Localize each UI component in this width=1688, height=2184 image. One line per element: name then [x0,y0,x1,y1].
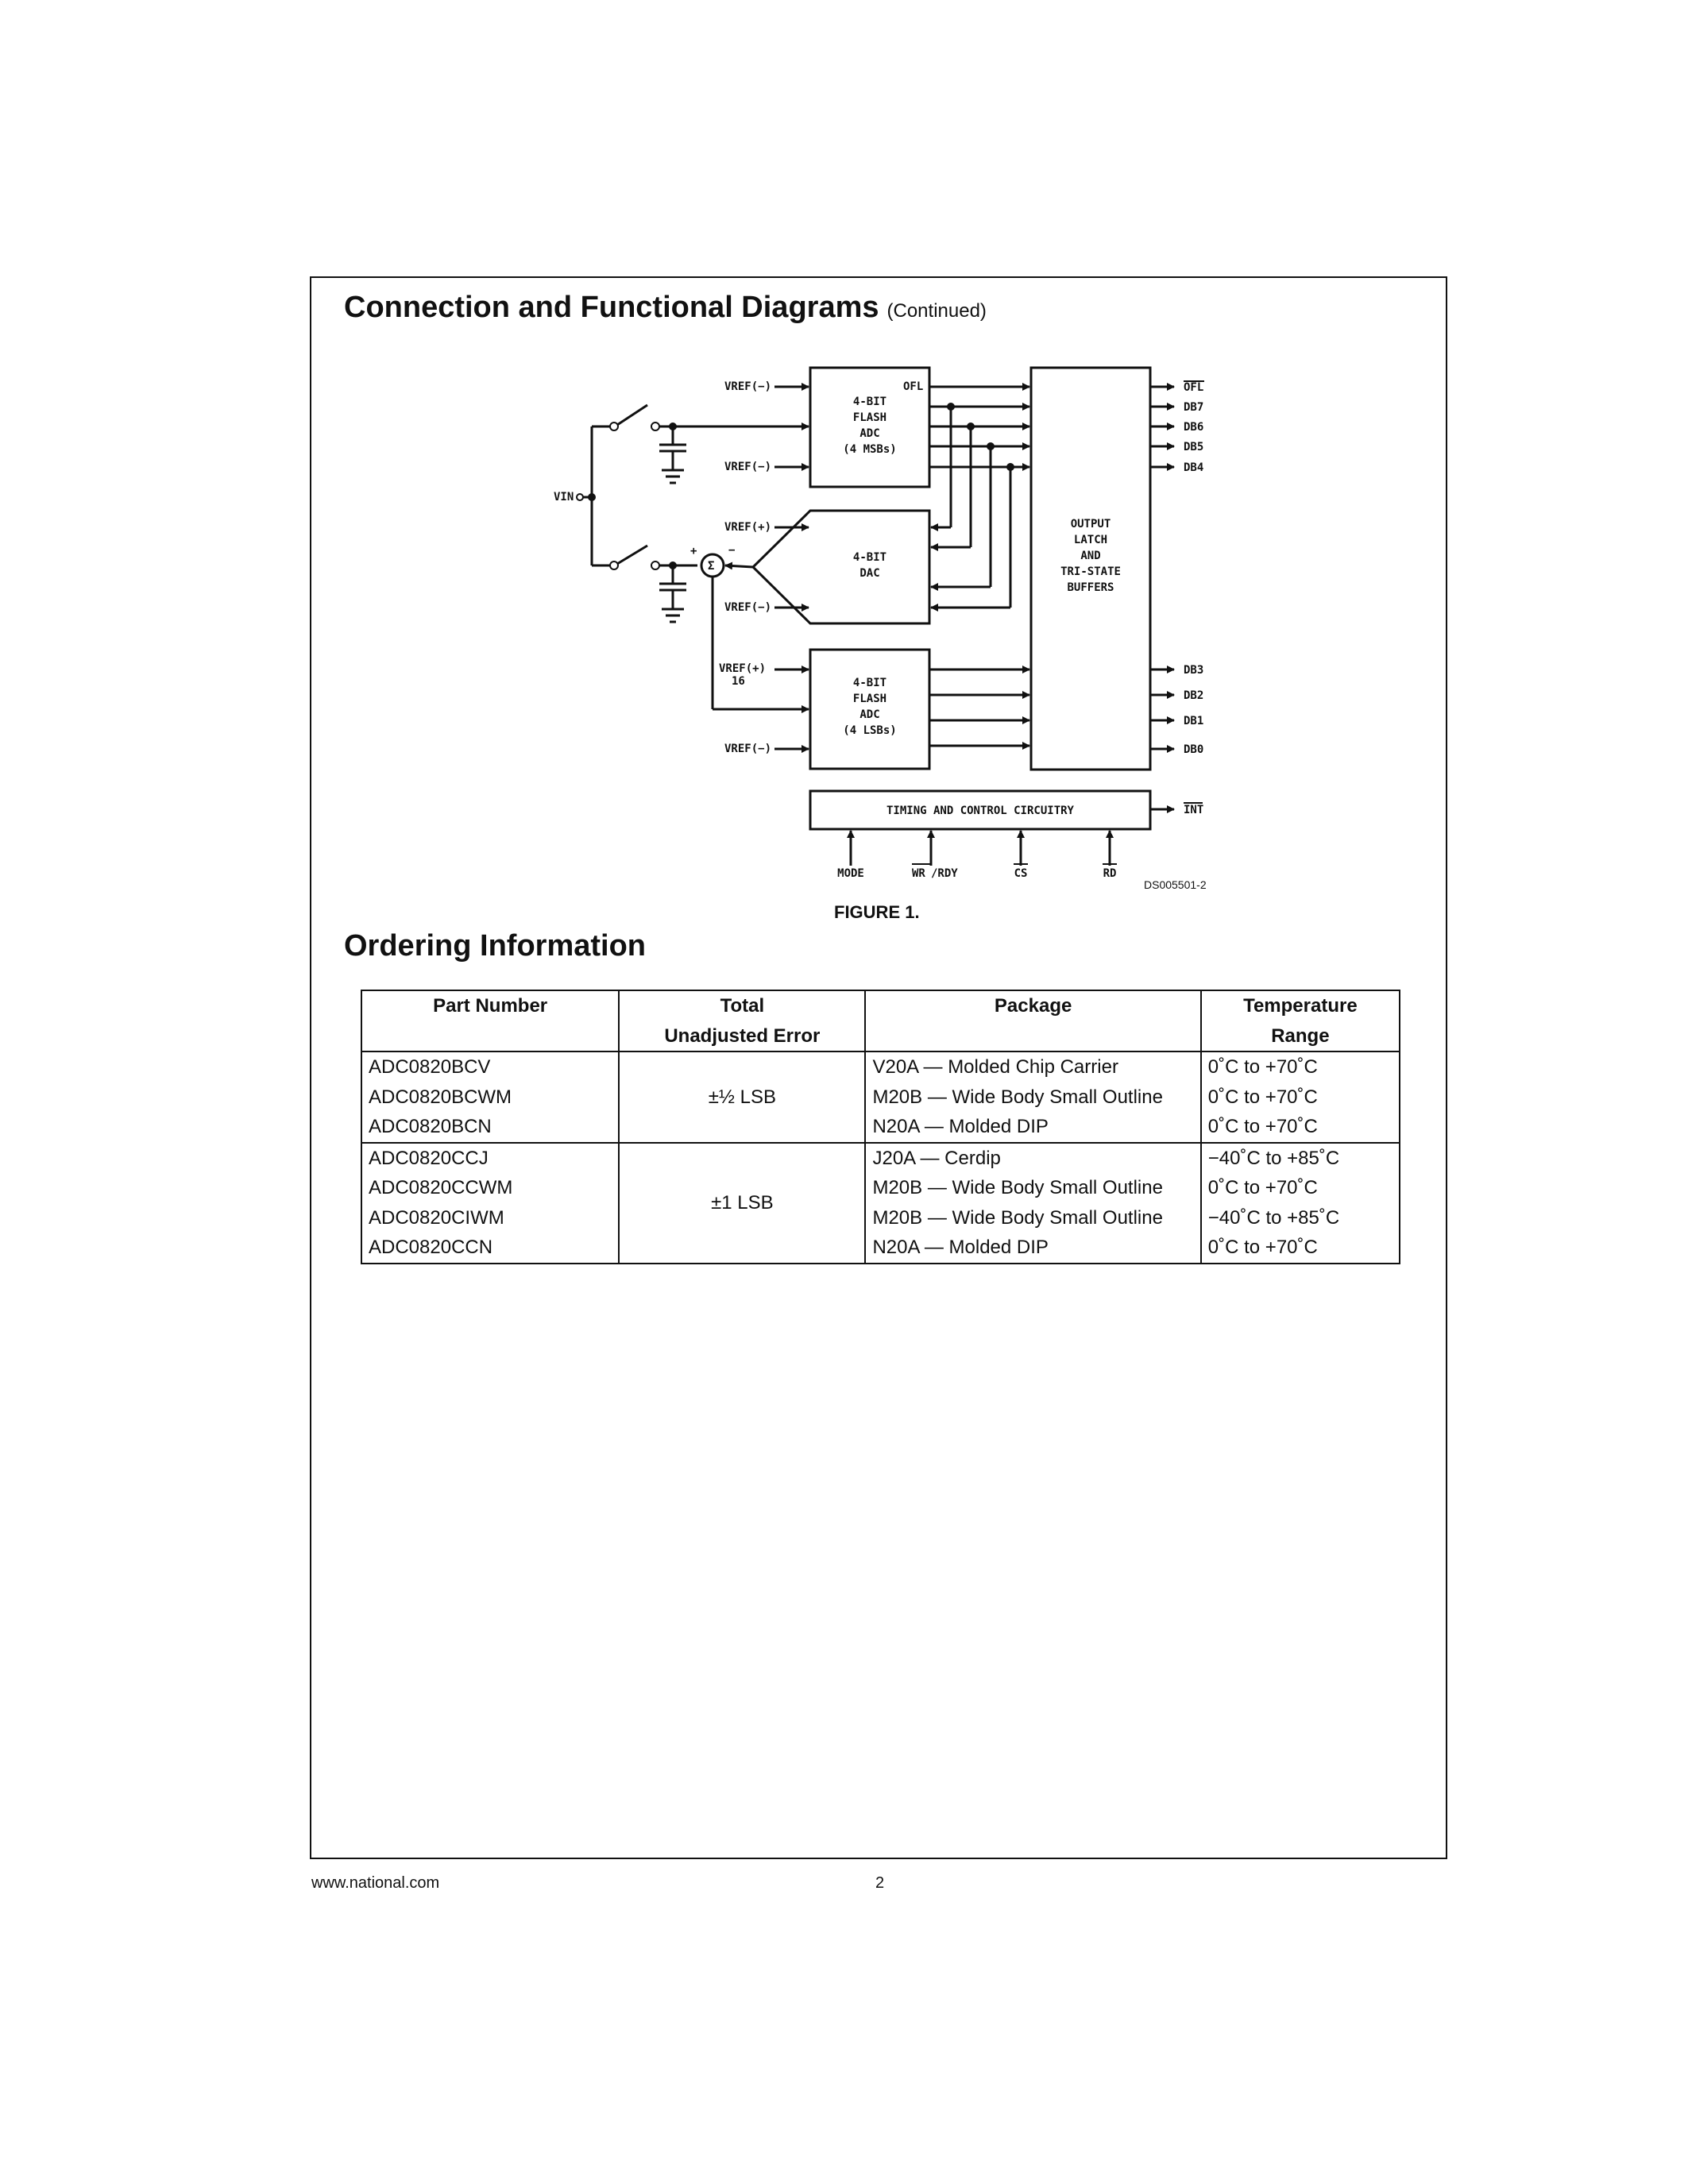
out-db2: DB2 [1184,689,1203,702]
table-row: ADC0820BCN N20A — Molded DIP 0˚C to +70˚… [360,1112,1401,1144]
output-line3: AND [1080,550,1100,562]
lsb-adc-line3: ADC [859,708,879,721]
temp-cell: 0˚C to +70˚C [1199,1112,1401,1144]
out-int: INT [1184,804,1203,816]
error-cell: ±½ LSB [618,1051,867,1144]
ctrl-rd: RD [1103,867,1117,880]
package-cell: V20A — Molded Chip Carrier [864,1051,1202,1082]
output-line1: OUTPUT [1071,518,1111,531]
header-package-blank [864,1021,1202,1052]
page-frame [310,276,1447,1859]
lsb-adc-line4: (4 LSBs) [843,724,896,737]
out-db7: DB7 [1184,401,1203,414]
out-db4: DB4 [1184,461,1203,474]
msb-adc-line1: 4-BIT [853,396,886,408]
out-db5: DB5 [1184,441,1203,453]
header-temp-1: Temperature [1199,990,1401,1021]
header-part-number: Part Number [360,990,620,1021]
package-cell: N20A — Molded DIP [864,1112,1202,1144]
table-row: ADC0820CCJ ±1 LSB J20A — Cerdip −40˚C to… [360,1142,1401,1264]
ctrl-cs: CS [1014,867,1028,880]
table-row: ADC0820BCV ±½ LSB V20A — Molded Chip Car… [360,1051,1401,1144]
error-cell: ±1 LSB [618,1142,867,1264]
package-cell: N20A — Molded DIP [864,1233,1202,1264]
part-cell: ADC0820CCWM [360,1173,620,1203]
out-ofl: OFL [1184,381,1203,394]
header-total-1: Total [618,990,867,1021]
out-db0: DB0 [1184,743,1203,756]
table-row: ADC0820CCN N20A — Molded DIP 0˚C to +70˚… [360,1233,1401,1264]
part-cell: ADC0820BCN [360,1112,620,1144]
msb-adc-line3: ADC [859,427,879,440]
label-vref-dac-plus: VREF(+) [724,521,771,534]
temp-cell: 0˚C to +70˚C [1199,1173,1401,1203]
lsb-adc-block [809,648,931,770]
dac-line1: 4-BIT [853,551,886,564]
temp-cell: 0˚C to +70˚C [1199,1233,1401,1264]
package-cell: J20A — Cerdip [864,1142,1202,1173]
package-cell: M20B — Wide Body Small Outline [864,1202,1202,1233]
header-part-number-blank [360,1021,620,1052]
functional-block-diagram: VIN VREF(−) VREF(−) VREF(+) VREF(−) VREF… [554,366,1204,880]
temp-cell: 0˚C to +70˚C [1199,1082,1401,1112]
temp-cell: −40˚C to +85˚C [1199,1142,1401,1173]
lsb-adc-line1: 4-BIT [853,677,886,689]
header-package: Package [864,990,1202,1021]
continued-note: (Continued) [886,300,987,322]
ctrl-mode: MODE [837,867,864,880]
temp-cell: −40˚C to +85˚C [1199,1202,1401,1233]
section-title-text: Connection and Functional Diagrams [344,291,879,324]
figure-doc-number: DS005501-2 [1144,878,1207,891]
label-vin: VIN [554,491,574,504]
label-vref-mid: VREF(−) [724,461,771,473]
part-cell: ADC0820CCN [360,1233,620,1264]
label-sigma: Σ [708,560,714,573]
label-vref16-den: 16 [732,675,745,688]
label-vref16-plus: VREF(+) [719,662,766,675]
figure-caption: FIGURE 1. [834,902,920,922]
footer-url[interactable]: www.national.com [311,1874,440,1892]
label-vref-dac-minus: VREF(−) [724,601,771,614]
ctrl-wr: WR [912,867,925,880]
msb-adc-line4: (4 MSBs) [843,443,896,456]
label-vref-lsb: VREF(−) [724,743,771,755]
table-row: ADC0820BCWM M20B — Wide Body Small Outli… [360,1082,1401,1112]
out-db1: DB1 [1184,715,1203,727]
output-latch-block [1029,366,1152,771]
ordering-title: Ordering Information [344,929,646,963]
ordering-table: Part Number Total Package Temperature Un… [360,990,1401,1264]
table-row: ADC0820CCWM M20B — Wide Body Small Outli… [360,1173,1401,1203]
header-total-2: Unadjusted Error [618,1021,867,1052]
label-plus: + [690,545,697,558]
label-minus: − [728,544,735,557]
output-line4: TRI-STATE [1060,565,1121,578]
timing-label: TIMING AND CONTROL CIRCUITRY [886,805,1075,817]
page-number: 2 [875,1874,885,1892]
out-db6: DB6 [1184,421,1203,434]
lsb-adc-line2: FLASH [853,693,886,705]
output-line2: LATCH [1074,534,1107,546]
part-cell: ADC0820BCWM [360,1082,620,1112]
label-ofl-internal: OFL [903,380,923,393]
output-line5: BUFFERS [1067,581,1114,594]
package-cell: M20B — Wide Body Small Outline [864,1082,1202,1112]
dac-block [751,509,931,625]
msb-adc-line2: FLASH [853,411,886,424]
label-vref-top: VREF(−) [724,380,771,393]
package-cell: M20B — Wide Body Small Outline [864,1173,1202,1203]
header-temp-2: Range [1199,1021,1401,1052]
temp-cell: 0˚C to +70˚C [1199,1051,1401,1082]
part-cell: ADC0820BCV [360,1051,620,1082]
part-cell: ADC0820CIWM [360,1202,620,1233]
ctrl-rdy: /RDY [931,867,958,880]
dac-line2: DAC [859,567,879,580]
part-cell: ADC0820CCJ [360,1142,620,1173]
section-title-diagrams: Connection and Functional Diagrams (Conti… [344,291,987,325]
out-db3: DB3 [1184,664,1203,677]
table-row: ADC0820CIWM M20B — Wide Body Small Outli… [360,1202,1401,1233]
